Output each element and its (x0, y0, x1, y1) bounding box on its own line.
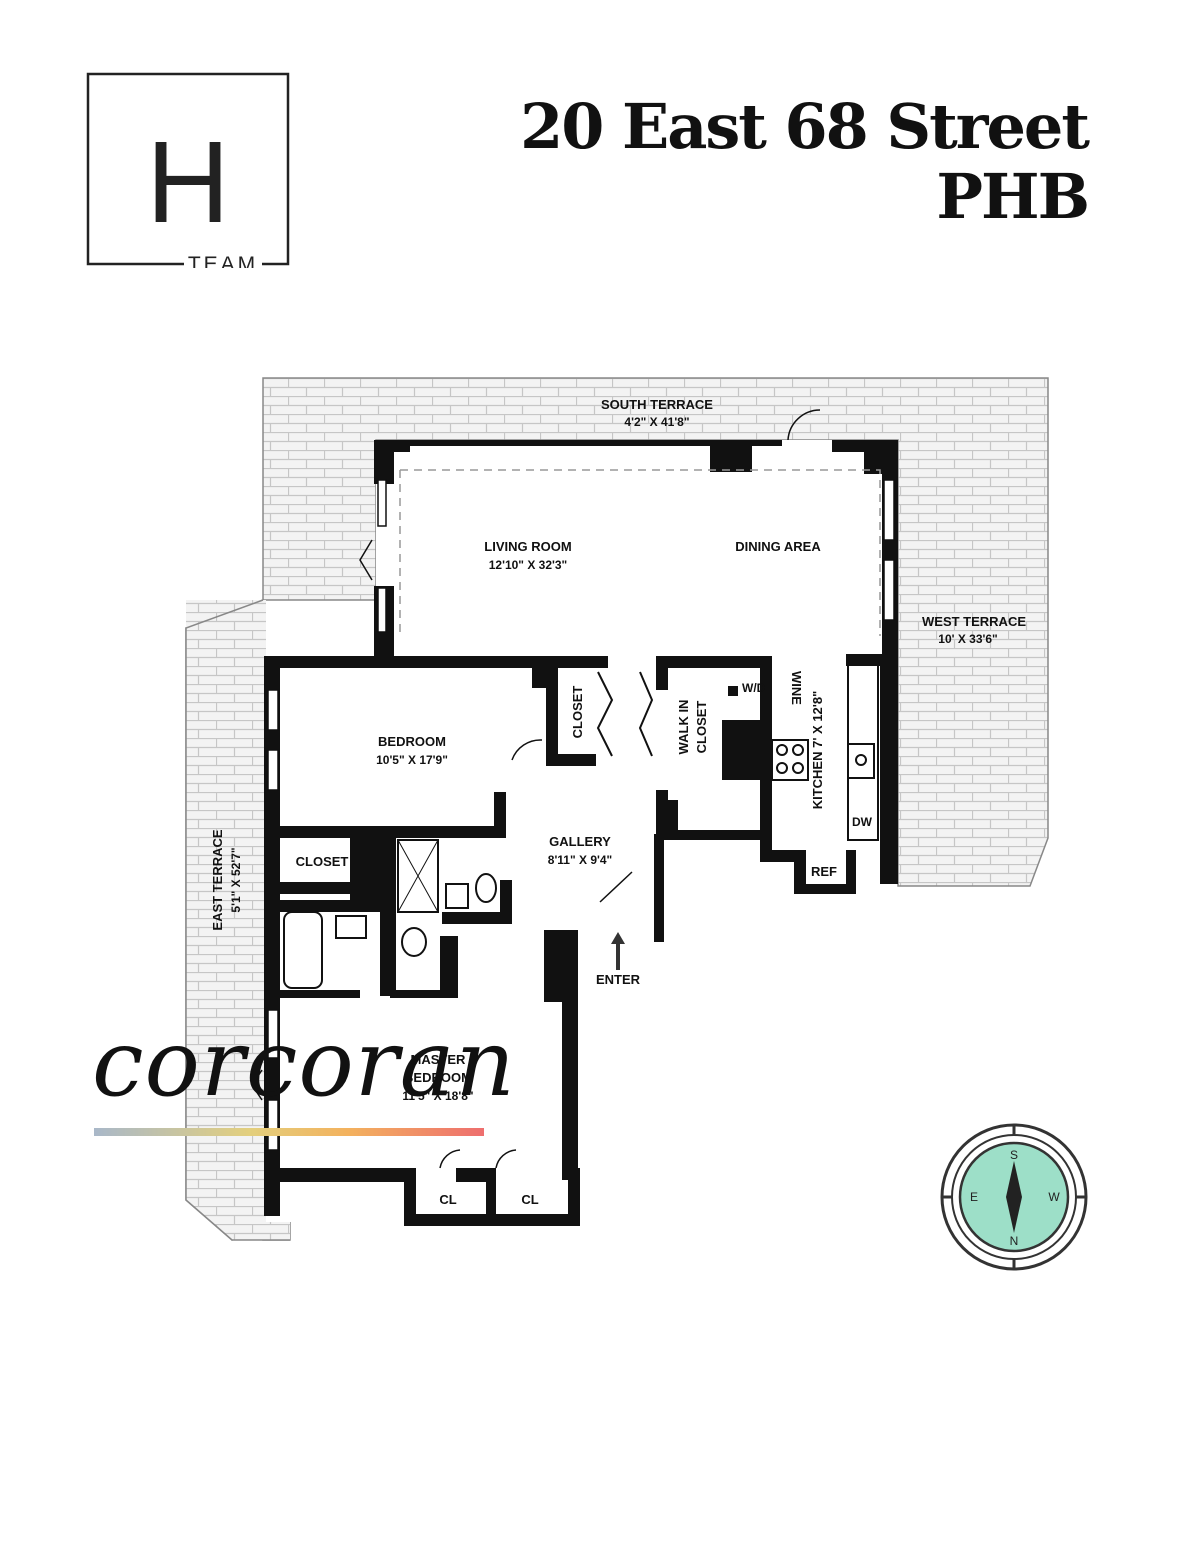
h-team-logo: H TEAM (86, 72, 290, 268)
closet-label-a: CLOSET (570, 686, 585, 739)
bedroom-label: BEDROOM (378, 734, 446, 749)
address: 20 East 68 Street (520, 90, 1090, 163)
terraces (185, 377, 1049, 1242)
compass-s: S (1010, 1148, 1018, 1162)
fixtures (251, 409, 881, 1169)
bedroom-size: 10'5" X 17'9" (376, 753, 448, 767)
stove (771, 739, 809, 781)
dw-label: DW (852, 815, 873, 829)
gallery-label: GALLERY (549, 834, 611, 849)
south-terrace-size: 4'2" X 41'8" (624, 415, 689, 429)
toilet (475, 873, 497, 903)
logo-word: TEAM (188, 253, 258, 268)
walk-in-label-1: WALK IN (676, 700, 691, 755)
brand-gradient-bar (94, 1128, 484, 1136)
unit: PHB (936, 160, 1090, 233)
closet-doors-a (596, 671, 614, 757)
living-room-size: 12'10" X 32'3" (489, 558, 567, 572)
cl-label-2: CL (521, 1192, 538, 1207)
compass-e: E (970, 1190, 978, 1204)
east-terrace-label: EAST TERRACE (210, 829, 225, 930)
toilet-2 (401, 927, 427, 957)
living-room-label: LIVING ROOM (484, 539, 571, 554)
shower (397, 839, 439, 913)
bathtub (283, 911, 323, 989)
walls (264, 440, 898, 1226)
door-swing-enter (599, 871, 633, 903)
door-swing-living (787, 409, 821, 441)
cl-label-1: CL (439, 1192, 456, 1207)
kitchen-label: KITCHEN 7' X 12'8" (810, 691, 825, 810)
door-swing-east (359, 539, 373, 581)
listing-title: 20 East 68 Street PHB (520, 90, 1090, 233)
logo-letter: H (146, 117, 230, 247)
compass-n: N (1010, 1234, 1019, 1248)
interior (266, 440, 898, 1222)
corcoran-logo: corcoran (92, 1010, 516, 1117)
sink-small (445, 883, 469, 909)
kitchen-counter (847, 659, 879, 841)
south-terrace-label: SOUTH TERRACE (601, 397, 713, 412)
enter-label: ENTER (596, 972, 641, 987)
door-swing-cl1 (439, 1149, 461, 1169)
west-terrace-size: 10' X 33'6" (938, 632, 997, 646)
master-size: 11'5" X 18'8" (402, 1089, 473, 1103)
dining-area-label: DINING AREA (735, 539, 821, 554)
gallery-size: 8'11" X 9'4" (548, 853, 612, 867)
closet-label-b: CLOSET (296, 854, 349, 869)
closet-doors-b (638, 671, 654, 757)
room-labels: SOUTH TERRACE 4'2" X 41'8" WEST TERRACE … (210, 397, 1026, 1207)
compass-icon: S E W N (940, 1123, 1088, 1271)
ref-label: REF (811, 864, 837, 879)
vanity-sink (335, 915, 367, 939)
east-terrace-size: 5'1" X 52'7" (229, 847, 243, 912)
door-swing-master (251, 1069, 263, 1101)
walk-in-label-2: CLOSET (694, 701, 709, 754)
compass-w: W (1048, 1190, 1060, 1204)
door-swing-gallery (511, 739, 543, 761)
wd-label: W/D (742, 681, 766, 695)
master-label-1: MASTER (411, 1052, 467, 1067)
living-room-dashed (399, 469, 881, 636)
wine-label: WINE (789, 671, 804, 705)
door-swing-cl2 (495, 1149, 517, 1169)
west-terrace-label: WEST TERRACE (922, 614, 1026, 629)
master-label-2: BEDROOM (404, 1070, 472, 1085)
